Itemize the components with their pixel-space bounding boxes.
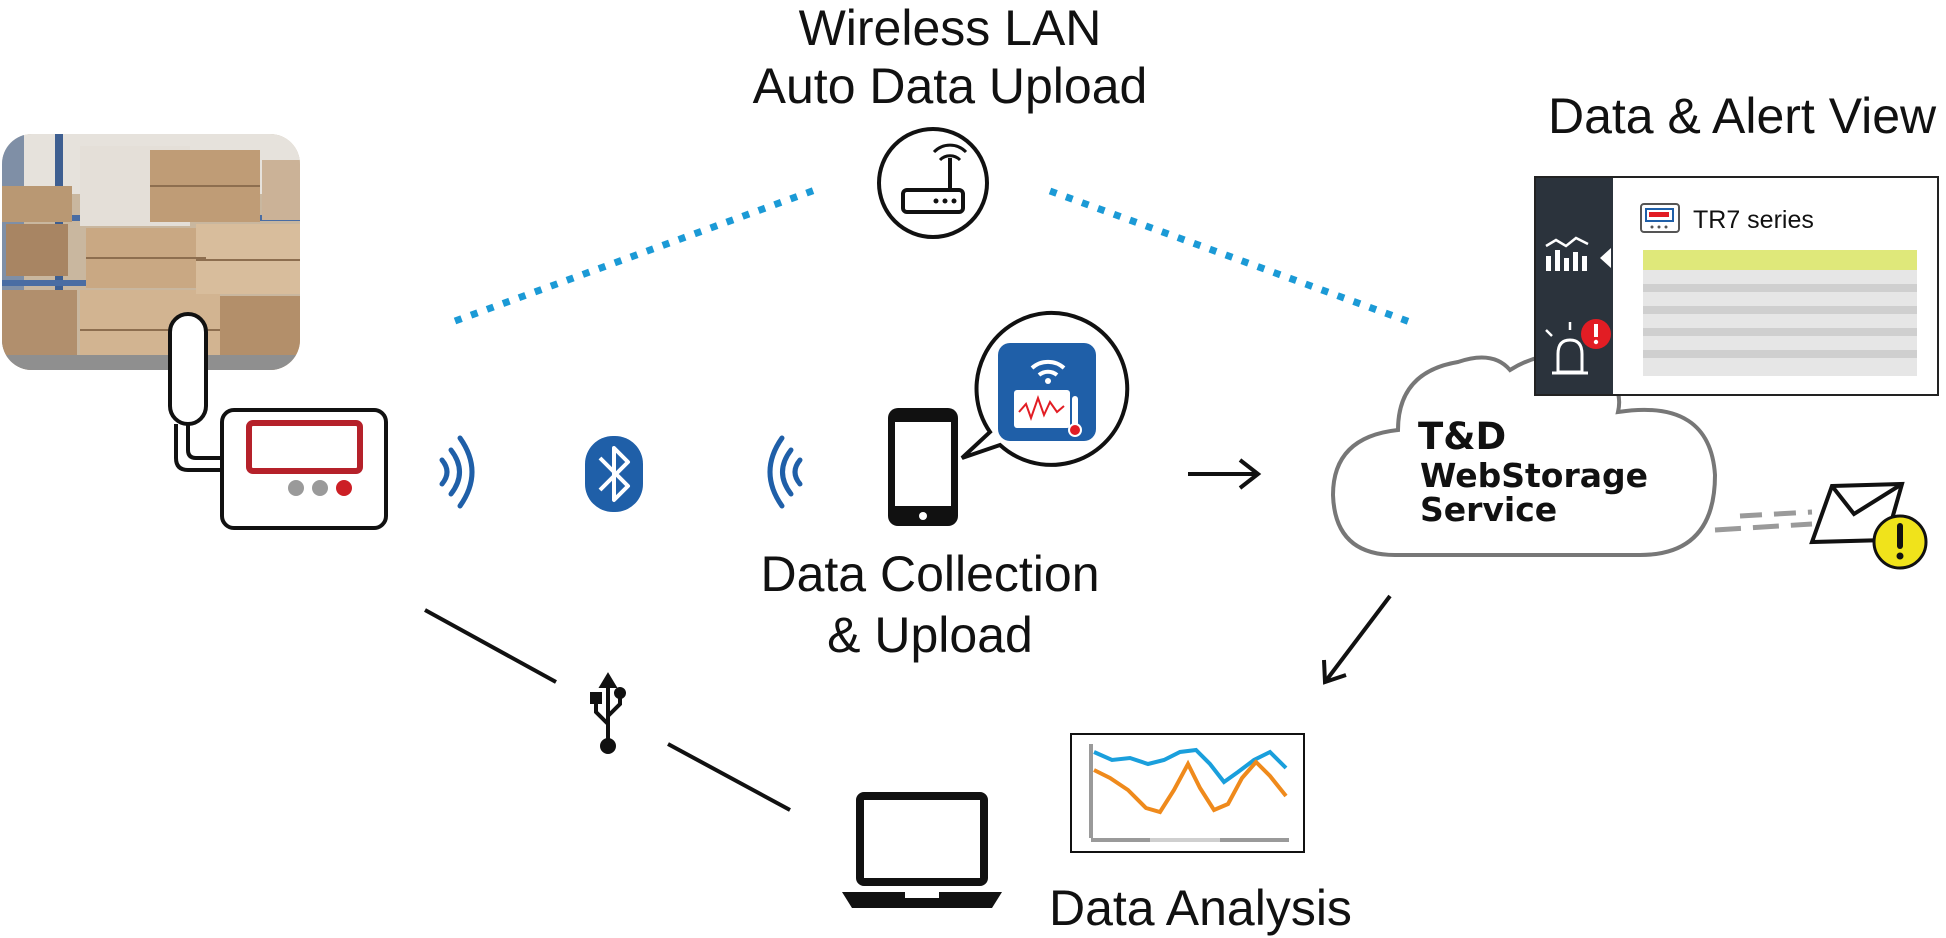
cloud-icon — [1330, 353, 1718, 557]
smartphone-icon — [888, 408, 958, 526]
laptop-icon — [842, 792, 1002, 908]
wireless-link-right — [1048, 187, 1412, 326]
usb-link-1 — [424, 608, 557, 684]
mail-alert-icon — [1714, 481, 1928, 570]
usb-icon — [590, 672, 626, 754]
signal-waves-icon — [439, 435, 475, 509]
wireless-lan-label: Wireless LAN Auto Data Upload — [740, 0, 1160, 115]
cloud-line1: T&D — [1418, 415, 1507, 458]
panel-sidebar — [1536, 178, 1613, 394]
data-logger-icon — [168, 312, 388, 530]
usb-link-2 — [667, 742, 791, 812]
app-icon — [960, 310, 1130, 467]
bluetooth-icon — [585, 436, 643, 512]
signal-waves-icon-2 — [767, 435, 803, 509]
cloud-line3: Service — [1420, 490, 1558, 529]
data-analysis-label: Data Analysis — [1049, 880, 1352, 936]
collection-line2: & Upload — [827, 607, 1033, 663]
warehouse-photo — [2, 134, 300, 370]
arrow-to-analysis — [1322, 594, 1392, 685]
panel-device-label: TR7 series — [1693, 206, 1814, 234]
collection-line1: Data Collection — [760, 546, 1100, 602]
wireless-line2: Auto Data Upload — [752, 57, 1148, 114]
wifi-router-icon — [877, 127, 989, 239]
cloud-line2: WebStorage — [1420, 456, 1648, 495]
wireless-line1: Wireless LAN — [798, 0, 1102, 56]
data-collection-label: Data Collection & Upload — [750, 544, 1110, 666]
alert-view-label: Data & Alert View — [1548, 88, 1937, 144]
arrow-to-cloud — [1188, 458, 1262, 490]
line-chart-icon — [1070, 733, 1305, 853]
wireless-link-left — [453, 186, 817, 325]
